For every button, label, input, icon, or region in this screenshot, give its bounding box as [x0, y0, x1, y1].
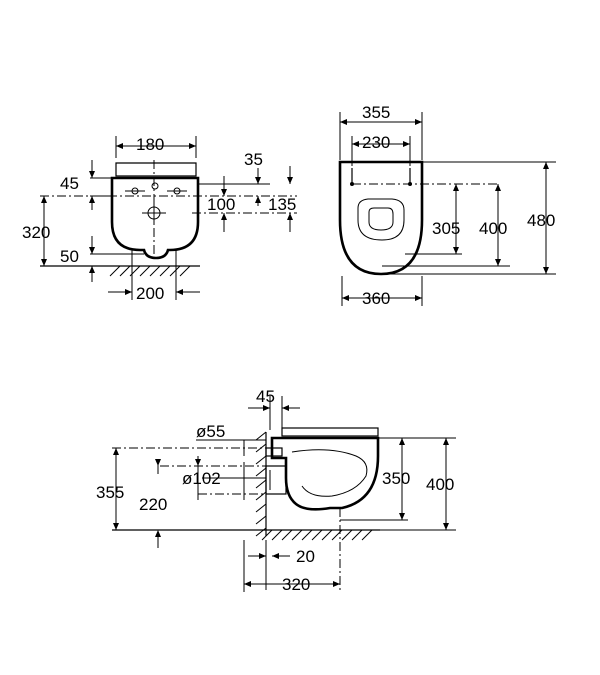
top-dim-depth-total: 480 [527, 211, 555, 230]
top-dim-width-outer: 355 [362, 103, 390, 122]
top-dim-width-bottom: 360 [362, 289, 390, 308]
side-connector-lower [265, 465, 287, 495]
side-floor-hatch [261, 529, 373, 541]
front-dim-width-bottom: 200 [136, 284, 164, 303]
side-dim-height-right: 350 [382, 469, 410, 488]
side-trap [291, 449, 368, 497]
front-dim-offset-top: 45 [60, 174, 79, 193]
top-view: 355 230 305 400 480 360 [338, 103, 556, 308]
side-dim-depth: 320 [282, 575, 310, 594]
side-dim-diameter-small: ø55 [196, 422, 225, 441]
front-dim-offset-right: 35 [244, 150, 263, 169]
top-dim-depth-inner: 305 [432, 219, 460, 238]
top-dim-width-inner: 230 [362, 133, 390, 152]
front-view: 180 45 35 100 135 320 50 200 [22, 135, 297, 303]
front-dim-height-total: 320 [22, 223, 50, 242]
side-dim-diameter-large: ø102 [182, 469, 221, 488]
side-bowl [270, 436, 380, 511]
front-floor-hatch [109, 265, 191, 277]
front-dim-width-top: 180 [136, 135, 164, 154]
top-dim-depth-mid: 400 [479, 219, 507, 238]
front-bowl [110, 176, 200, 260]
top-bowl-outline [338, 160, 424, 276]
front-dim-height-right: 135 [268, 195, 296, 214]
side-dim-height-outer: 400 [426, 475, 454, 494]
front-seat-band [115, 162, 197, 177]
front-dim-bottom: 50 [60, 247, 79, 266]
side-seat [281, 427, 379, 437]
side-dim-wall-offset: 45 [256, 387, 275, 406]
side-connector-upper [265, 447, 283, 457]
front-dim-height-upper: 100 [207, 195, 235, 214]
top-seat-opening [357, 198, 405, 241]
side-dim-height-mid: 220 [139, 495, 167, 514]
side-dim-height-total: 355 [96, 483, 124, 502]
side-view: 45 ø55 ø102 355 220 350 400 20 320 [96, 387, 456, 594]
top-seat-inner [368, 207, 394, 231]
side-dim-wall-gap: 20 [296, 547, 315, 566]
